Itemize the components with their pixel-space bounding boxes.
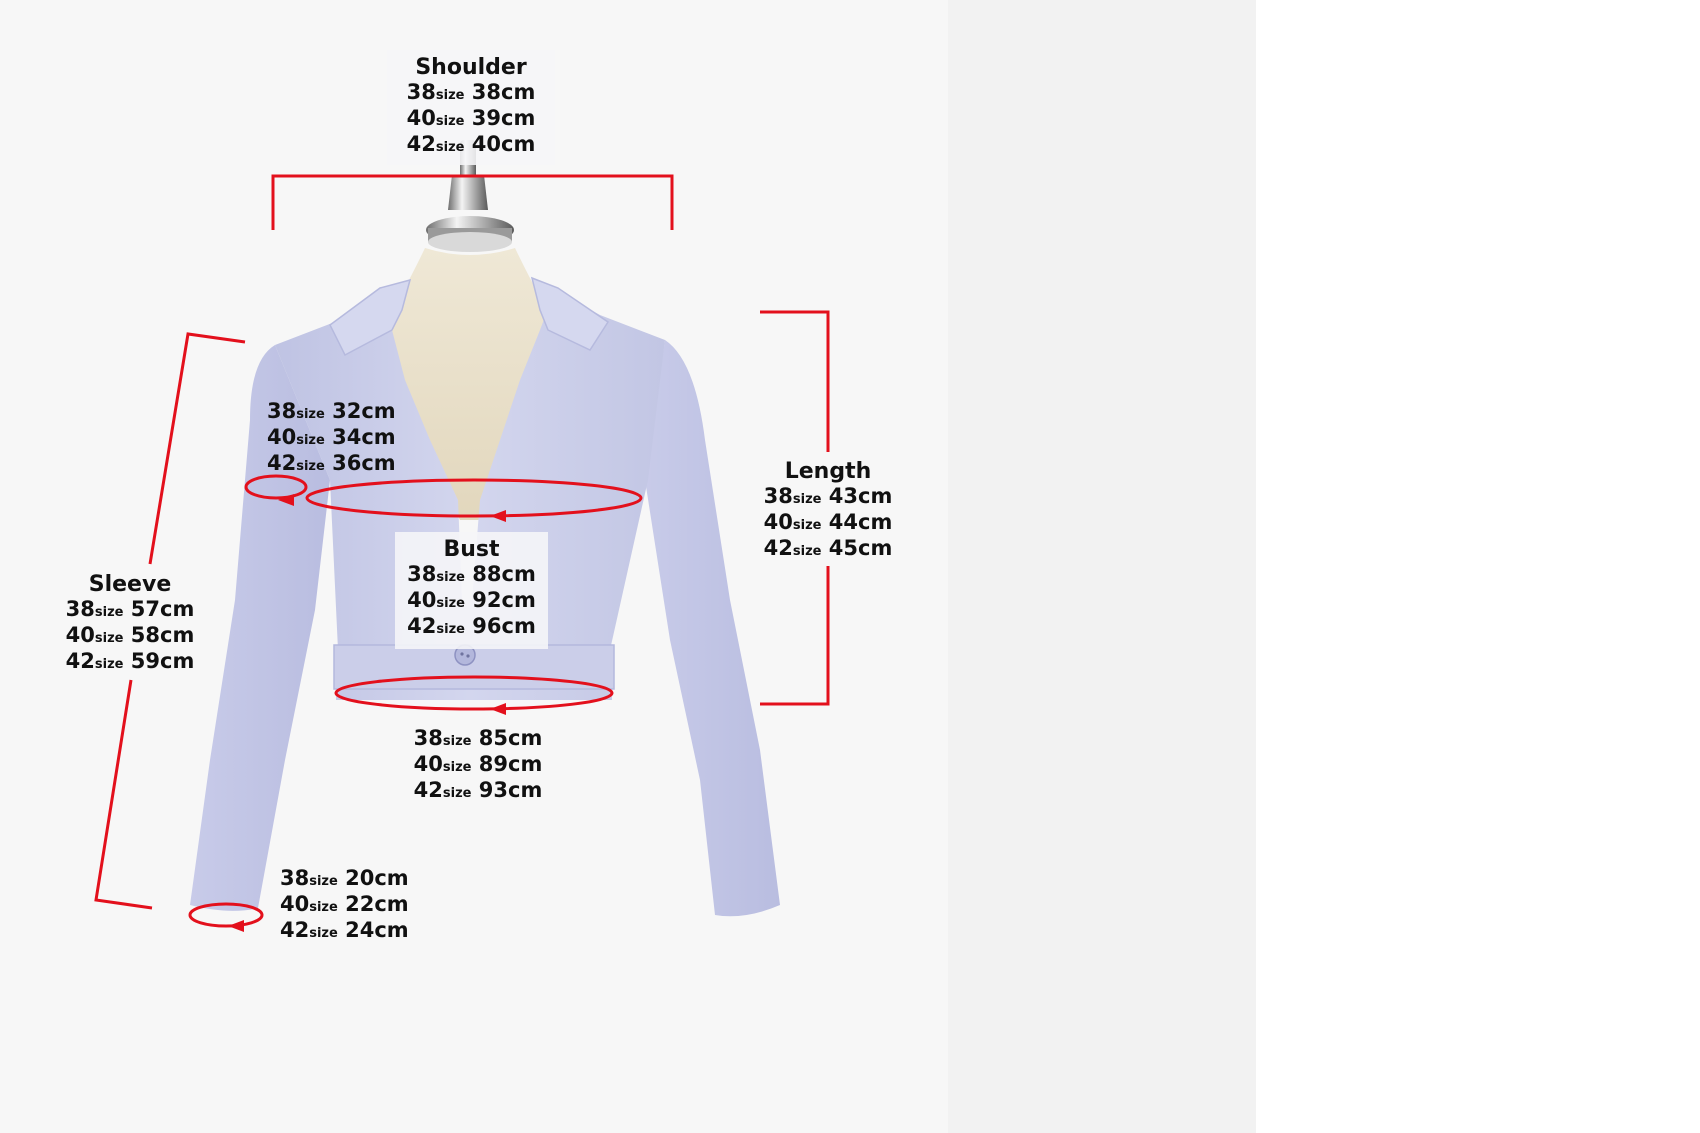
armhole-row-42: 42size 36cm	[267, 451, 396, 475]
sleeve-line-lower	[94, 679, 153, 910]
cuff-row-42: 42size 24cm	[280, 918, 409, 942]
armhole-row-38: 38size 32cm	[267, 399, 396, 423]
bust-title: Bust	[443, 537, 500, 562]
cuff-loop	[188, 902, 264, 928]
hem-row-38: 38size 85cm	[413, 726, 543, 750]
sleeve-row-38: 38size 57cm	[65, 597, 195, 621]
jacket-body	[275, 290, 665, 700]
jacket-collar-left	[329, 278, 412, 357]
bust-loop	[305, 478, 643, 518]
shoulder-row-40: 40size 39cm	[406, 106, 536, 130]
bust-row-38: 38size 88cm	[407, 562, 536, 586]
mannequin-stand	[426, 140, 514, 252]
length-row-40: 40size 44cm	[763, 510, 893, 534]
jacket-measurement-figure	[94, 140, 830, 932]
shoulder-row-42: 42size 40cm	[406, 132, 536, 156]
shoulder-title: Shoulder	[415, 55, 527, 80]
hem-row-40: 40size 89cm	[413, 752, 543, 776]
left-sleeve	[190, 345, 330, 911]
bust-row-42: 42size 96cm	[407, 614, 536, 638]
blank-panel-right	[1256, 0, 1700, 1133]
bust-label: Bust 38size 88cm 40size 92cm 42size 96cm	[395, 532, 548, 649]
sleeve-row-40: 40size 58cm	[65, 623, 195, 647]
armhole-label: 38size 32cm 40size 34cm 42size 36cm	[267, 400, 396, 478]
sleeve-row-42: 42size 59cm	[65, 649, 195, 673]
bust-row-40: 40size 92cm	[407, 588, 536, 612]
shoulder-label: Shoulder 38size 38cm 40size 39cm 42size …	[387, 50, 555, 165]
jacket-collar-right	[530, 276, 610, 351]
armhole-row-40: 40size 34cm	[267, 425, 396, 449]
armhole-loop	[244, 474, 308, 500]
length-label: Length 38size 43cm 40size 44cm 42size 45…	[758, 460, 898, 563]
measure-lines	[94, 174, 830, 928]
hem-loop	[334, 675, 614, 711]
sleeve-title: Sleeve	[88, 572, 172, 597]
cuff-row-40: 40size 22cm	[280, 892, 409, 916]
hem-label: 38size 85cm 40size 89cm 42size 93cm	[408, 727, 548, 805]
length-title: Length	[784, 459, 872, 484]
mannequin-torso	[380, 248, 560, 520]
length-row-38: 38size 43cm	[763, 484, 893, 508]
cuff-label: 38size 20cm 40size 22cm 42size 24cm	[280, 867, 409, 945]
sleeve-label: Sleeve 38size 57cm 40size 58cm 42size 59…	[60, 573, 200, 676]
length-bracket-lower	[760, 566, 830, 706]
cuff-row-38: 38size 20cm	[280, 866, 409, 890]
length-bracket	[760, 310, 830, 452]
right-sleeve	[645, 340, 780, 917]
blank-panel-middle	[948, 0, 1256, 1133]
shoulder-bracket	[271, 174, 674, 230]
length-row-42: 42size 45cm	[763, 536, 893, 560]
measure-arrowheads	[228, 494, 506, 932]
sleeve-line-upper	[148, 332, 246, 565]
hem-row-42: 42size 93cm	[413, 778, 543, 802]
shoulder-row-38: 38size 38cm	[406, 80, 536, 104]
